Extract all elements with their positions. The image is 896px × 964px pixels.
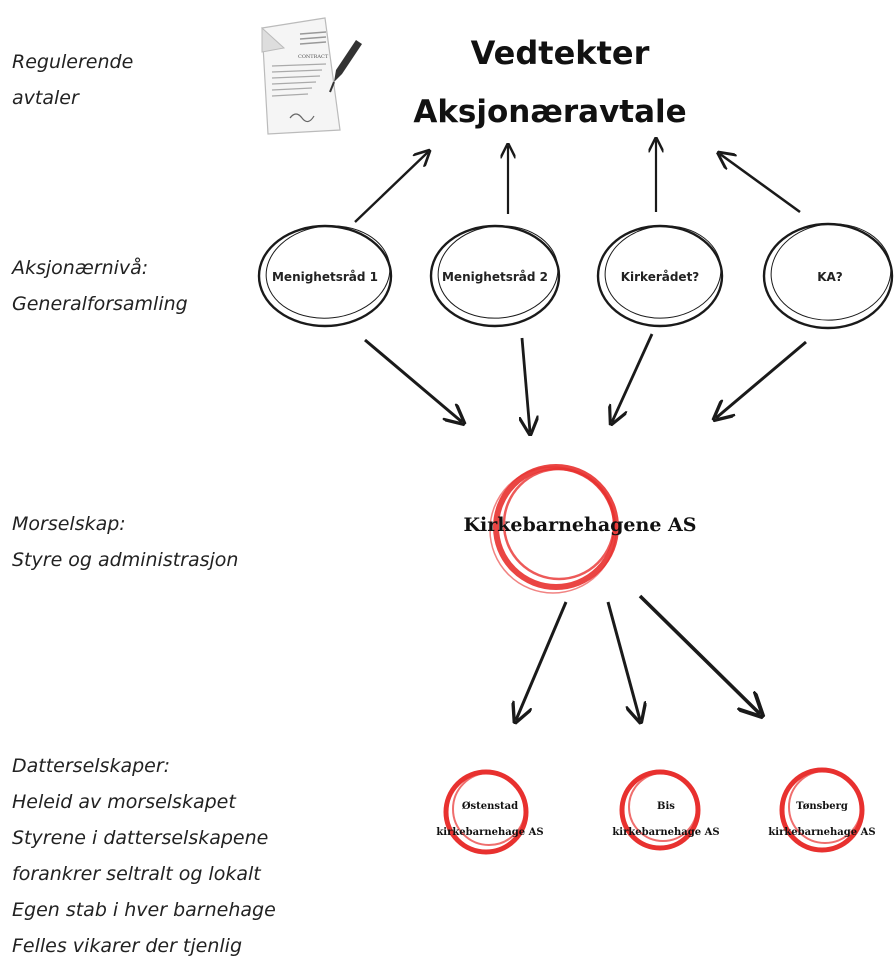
label-morselskap-line2: Styre og administrasjon [12, 549, 239, 571]
subsidiary-2-line2: kirkebarnehage AS [612, 827, 720, 838]
contract-text: CONTRACT [298, 54, 329, 60]
subsidiary-3-line1: Tønsberg [796, 801, 848, 812]
label-datter-line3: Styrene i datterselskapene [12, 827, 269, 849]
label-regulerende-line1: Regulerende [12, 51, 134, 73]
owner-ellipse-1-stroke2 [265, 225, 391, 319]
label-datter-line6: Felles vikarer der tjenlig [12, 935, 243, 957]
arrow-owner4-down [716, 340, 807, 418]
arrow-parent-sub3 [638, 594, 760, 714]
subsidiary-3-line2: kirkebarnehage AS [768, 827, 876, 838]
arrow-owner3-down [612, 333, 654, 422]
owner-ellipses [257, 222, 894, 330]
label-aksjonaer-line2: Generalforsamling [12, 293, 188, 315]
subsidiary-1: Østenstad kirkebarnehage AS [410, 794, 570, 846]
label-morselskap: Morselskap: Styre og administrasjon [12, 506, 238, 578]
label-aksjonaer-line1: Aksjonærnivå: [12, 257, 149, 279]
label-datter-line2: Heleid av morselskapet [12, 791, 236, 813]
sub-circle-1-stroke2 [452, 772, 526, 846]
label-datter-line5: Egen stab i hver barnehage [12, 899, 276, 921]
title-aksjonaeravtale: Aksjonæravtale [413, 94, 687, 130]
sub-circle-3 [779, 767, 865, 853]
owner-ellipse-3-stroke2 [604, 225, 722, 319]
sub-circle-2 [619, 769, 701, 851]
subsidiary-red-circles [443, 767, 865, 855]
sub-circle-1 [443, 769, 529, 855]
subsidiary-1-line1: Østenstad [461, 801, 519, 812]
title-vedtekter: Vedtekter [470, 34, 650, 72]
arrow-owner1-up [354, 152, 428, 223]
sub-circle-3-stroke2 [788, 770, 862, 844]
subsidiary-1-line2: kirkebarnehage AS [436, 827, 544, 838]
owner-label-1: Menighetsråd 1 [271, 270, 379, 284]
arrow-owner2-down [522, 337, 530, 432]
subsidiary-2: Bis kirkebarnehage AS [586, 794, 746, 846]
label-morselskap-line1: Morselskap: [12, 513, 126, 535]
label-datter: Datterselskaper: Heleid av morselskapet … [12, 748, 276, 964]
label-aksjonaer: Aksjonærnivå: Generalforsamling [12, 250, 188, 322]
parent-red-circle [489, 464, 619, 594]
subsidiary-3: Tønsberg kirkebarnehage AS [748, 794, 896, 846]
label-regulerende-line2: avtaler [12, 87, 79, 109]
label-datter-line1: Datterselskaper: [12, 755, 171, 777]
sub-circle-2-stroke2 [628, 772, 698, 842]
owner-ellipse-4-stroke2 [770, 223, 892, 321]
owner-label-2: Menighetsråd 2 [441, 270, 549, 284]
owner-label-4: KA? [817, 270, 843, 284]
label-regulerende: Regulerende avtaler [12, 44, 133, 116]
label-datter-line4: forankrer seltralt og lokalt [12, 863, 261, 885]
subsidiary-2-line1: Bis [657, 801, 675, 812]
contract-document-icon [261, 17, 362, 135]
owner-ellipse-2-stroke2 [437, 225, 559, 319]
arrow-owner4-up [720, 154, 801, 214]
arrow-parent-sub2 [606, 601, 640, 720]
parent-label: Kirkebarnehagene AS [463, 514, 697, 536]
owner-label-3: Kirkerådet? [620, 270, 700, 284]
arrow-owner1-down [364, 338, 462, 422]
arrow-parent-sub1 [516, 601, 568, 720]
